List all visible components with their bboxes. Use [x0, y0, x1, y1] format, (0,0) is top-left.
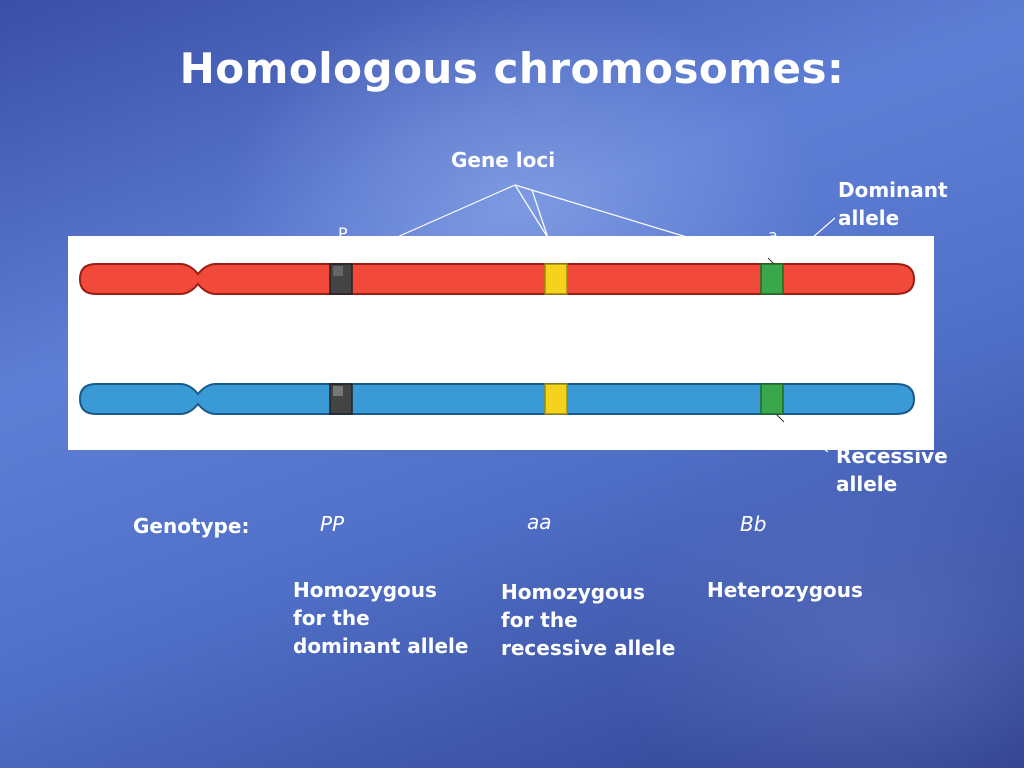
- description-pp-line1: Homozygous: [293, 578, 437, 602]
- recessive-allele-label-line1: Recessive: [836, 444, 948, 468]
- gene-loci-label: Gene loci: [451, 148, 556, 172]
- genotype-bb: Bb: [740, 512, 767, 536]
- genotype-label: Genotype:: [133, 514, 250, 538]
- description-aa-line1: Homozygous: [501, 580, 645, 604]
- genotype-pp: PP: [320, 512, 345, 536]
- locus-letter-a: a: [768, 228, 778, 236]
- dominant-allele-label-line1: Dominant: [838, 178, 948, 202]
- red-chromosome: [78, 263, 916, 295]
- locus-letter-p: P: [338, 226, 348, 236]
- gene-loci-line-middle-2: [531, 189, 549, 239]
- chromosome-figure: [68, 236, 934, 450]
- chromosome-diagram: [78, 257, 916, 423]
- description-pp-line3: dominant allele: [293, 634, 469, 658]
- description-aa-line2: for the: [501, 608, 578, 632]
- description-bb-line1: Heterozygous: [707, 578, 863, 602]
- locus-a-red: [544, 263, 568, 295]
- description-pp-line2: for the: [293, 606, 370, 630]
- slide-title: Homologous chromosomes:: [179, 44, 845, 93]
- recessive-allele-label-line2: allele: [836, 472, 898, 496]
- gene-loci-line-right: [514, 184, 691, 239]
- genotype-aa: aa: [527, 510, 552, 534]
- blue-chromosome: [78, 383, 916, 415]
- locus-a-blue: [544, 383, 568, 415]
- gene-loci-line-left: [394, 184, 516, 239]
- locus-b-red: [760, 263, 784, 295]
- gene-loci-line-middle: [514, 184, 549, 239]
- locus-b-blue: [760, 383, 784, 415]
- dominant-allele-label-line2: allele: [838, 206, 900, 230]
- description-aa-line3: recessive allele: [501, 636, 676, 660]
- dominant-pointer-line: [811, 217, 836, 239]
